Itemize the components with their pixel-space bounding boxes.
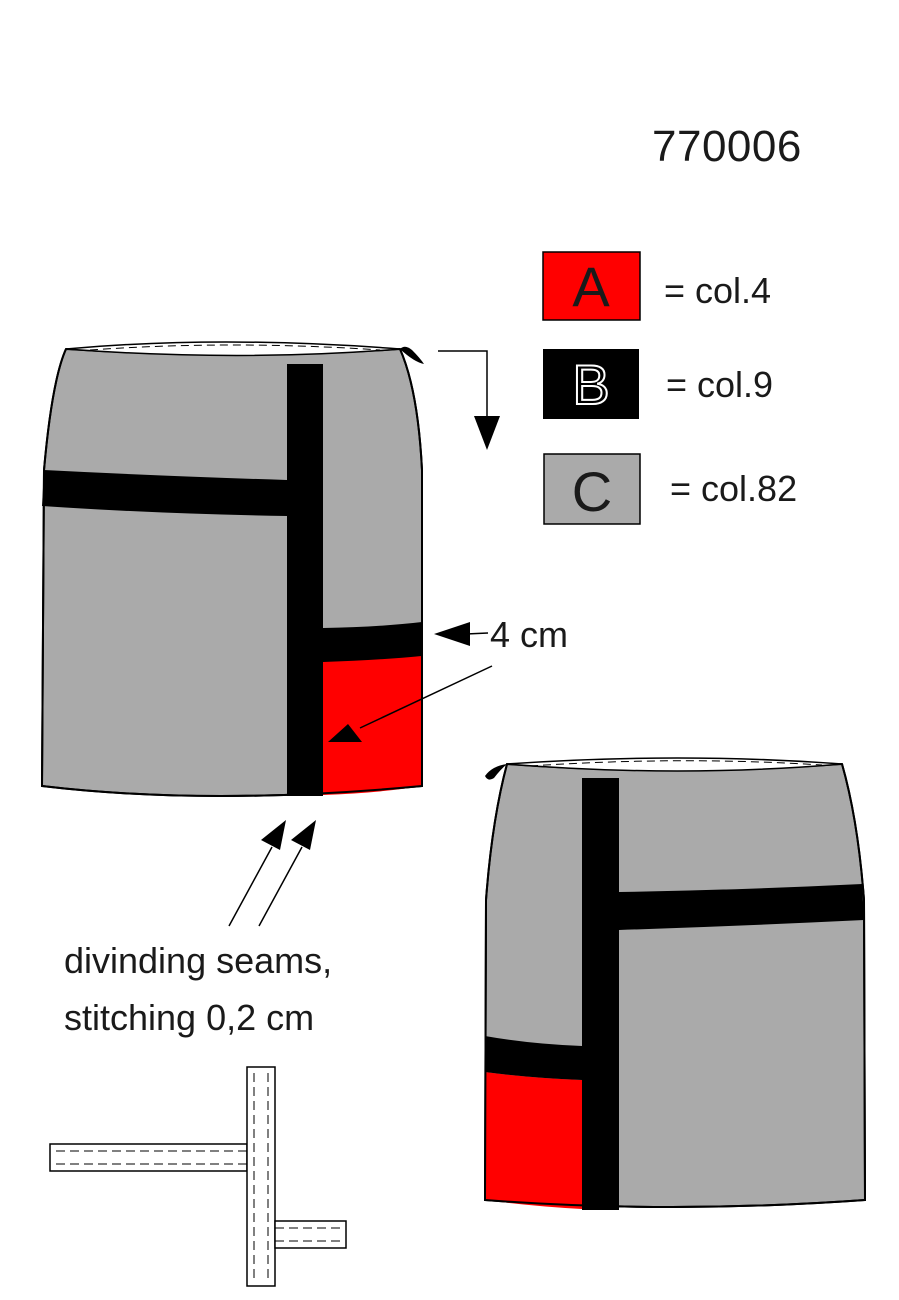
legend-swatch-c	[543, 453, 641, 525]
front-horizontal-band-left	[42, 470, 287, 516]
legend: A B C	[542, 251, 641, 525]
seam-detail-horizontal-strip	[49, 1143, 248, 1172]
legend-letter-b: B	[572, 353, 609, 416]
seam-arrows	[228, 820, 316, 927]
legend-label-a: = col.4	[664, 270, 772, 311]
back-waistband-stitching	[529, 760, 823, 767]
back-waist-tab	[485, 764, 507, 780]
back-horizontal-band-right	[619, 884, 864, 930]
back-red-panel	[485, 1072, 582, 1209]
model-number: 770006	[652, 122, 802, 171]
back-skirt	[483, 757, 867, 1210]
front-waist-tab	[400, 346, 424, 364]
legend-swatch-a	[542, 251, 641, 321]
front-waistband-stitching	[89, 344, 381, 351]
back-horizontal-band-left	[485, 1036, 582, 1080]
turn-arrow	[438, 350, 500, 450]
measure-label: 4 cm	[490, 614, 569, 655]
seam-note-line2: stitching 0,2 cm	[64, 997, 315, 1038]
legend-letter-c: C	[572, 460, 612, 523]
front-skirt	[40, 341, 424, 797]
legend-swatch-b	[543, 349, 639, 419]
back-vertical-band	[582, 778, 619, 1210]
seam-note-line1: divinding seams,	[64, 940, 333, 981]
legend-label-b: = col.9	[666, 364, 774, 405]
front-red-panel	[323, 656, 422, 795]
front-vertical-band	[287, 364, 323, 796]
front-horizontal-band-right	[323, 622, 422, 662]
seam-detail-short-strip	[274, 1220, 347, 1249]
measure-arrows	[328, 622, 493, 742]
seam-detail-vertical-strip	[246, 1066, 276, 1287]
legend-label-c: = col.82	[670, 468, 798, 509]
legend-letter-a: A	[572, 255, 610, 318]
seam-detail	[49, 1066, 347, 1287]
